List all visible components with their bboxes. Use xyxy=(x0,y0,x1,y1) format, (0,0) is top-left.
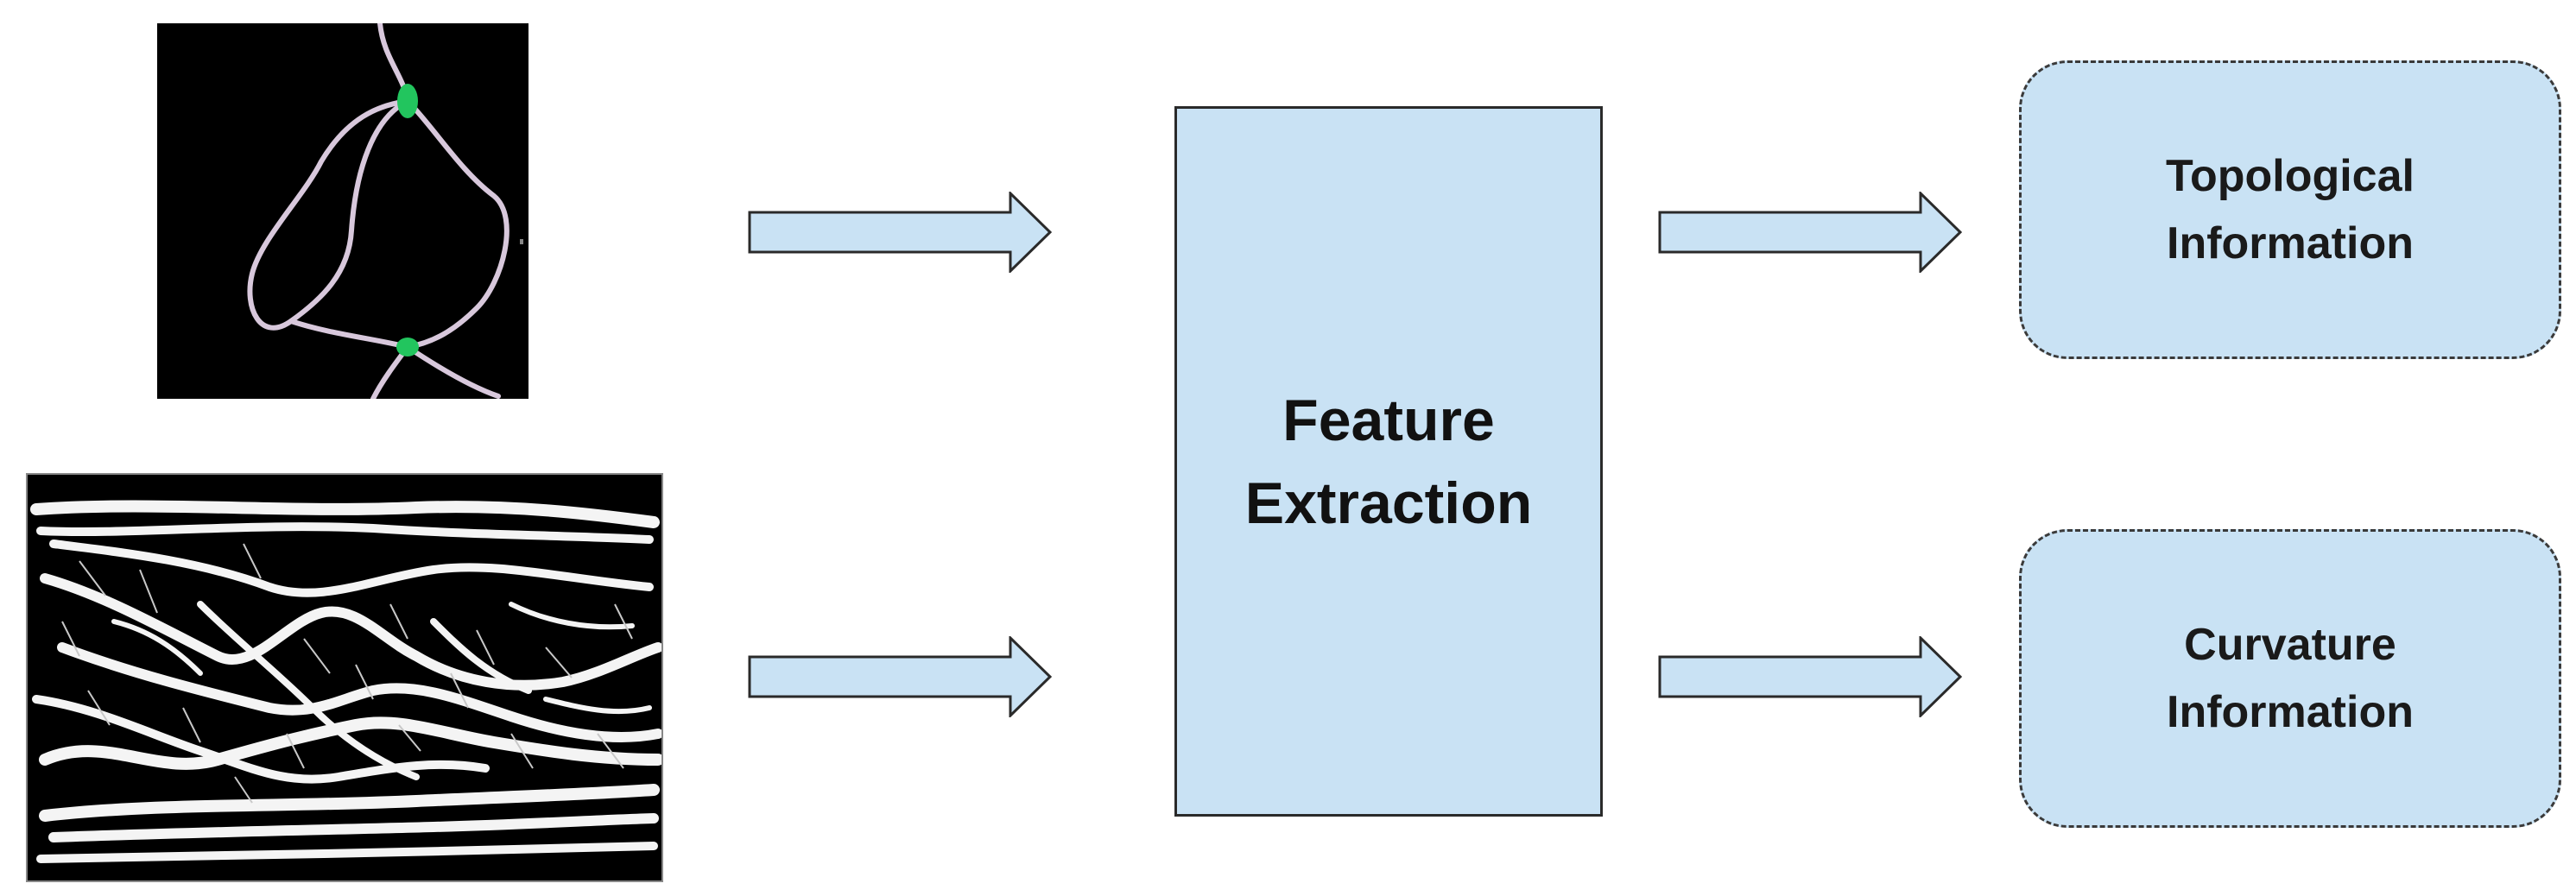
vessel-graph-image xyxy=(157,23,528,399)
arrow-right-icon xyxy=(748,636,1052,717)
curvature-label-line1: Curvature xyxy=(2184,620,2396,670)
topological-label-line1: Topological xyxy=(2166,151,2415,201)
fiber-network-image xyxy=(26,473,663,882)
feature-extraction-box: Feature Extraction xyxy=(1174,106,1603,817)
feature-extraction-label: Feature Extraction xyxy=(1245,379,1533,545)
arrow-right-icon xyxy=(748,192,1052,273)
curvature-label-line2: Information xyxy=(2167,687,2414,737)
feature-extraction-line2: Extraction xyxy=(1244,470,1533,536)
arrow-right-icon xyxy=(1658,192,1962,273)
feature-extraction-line1: Feature xyxy=(1282,387,1495,453)
curvature-information-box: Curvature Information xyxy=(2019,529,2561,828)
topological-label-line2: Information xyxy=(2167,218,2414,268)
topological-information-box: Topological Information xyxy=(2019,60,2561,359)
arrow-right-icon xyxy=(1658,636,1962,717)
